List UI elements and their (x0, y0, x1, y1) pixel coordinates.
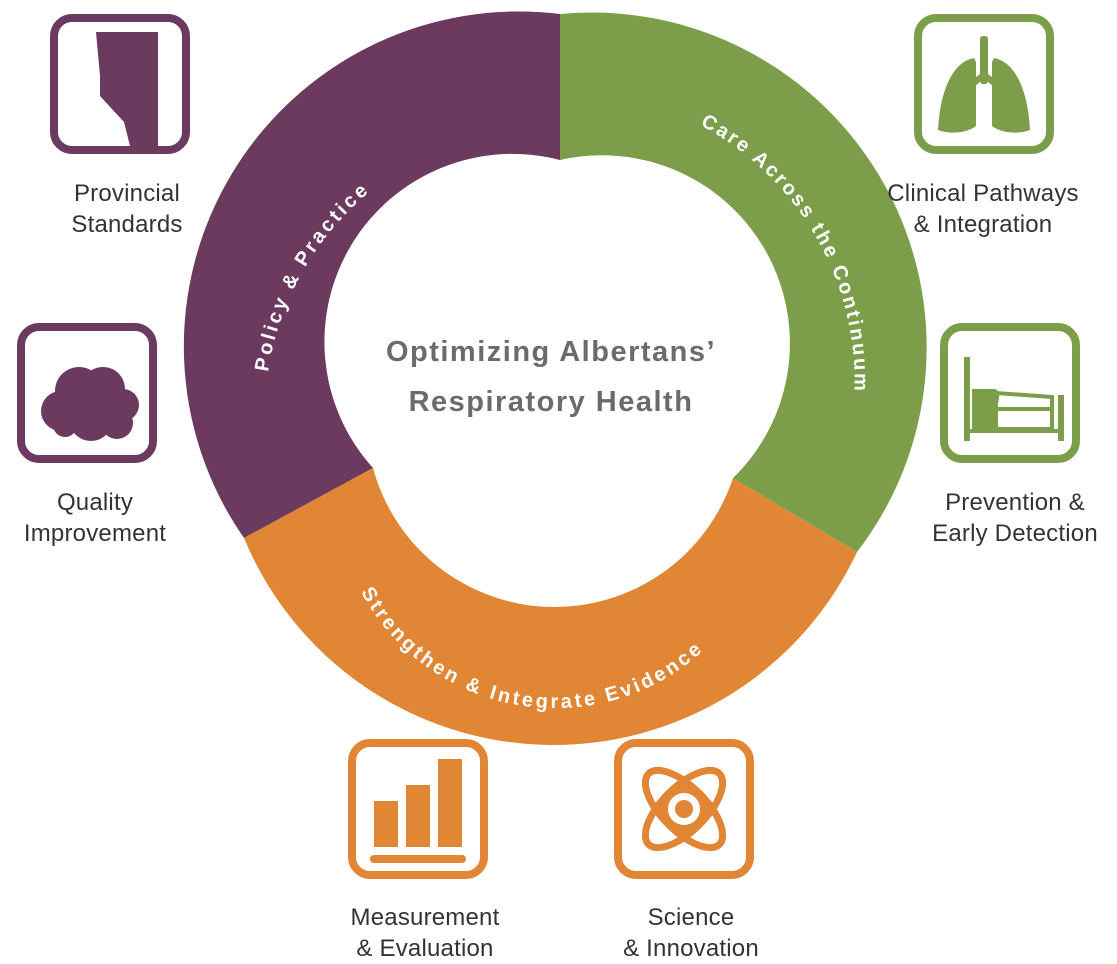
provincial-standards-label: Provincial Standards (0, 178, 257, 240)
clinical-pathways-label: Clinical Pathways & Integration (853, 178, 1113, 240)
quality-improvement-line1: Quality (56, 489, 134, 516)
center-title: Optimizing Albertans’ Respiratory Health (386, 336, 716, 418)
clinical-pathways-line2: & Integration (913, 211, 1053, 238)
center-title-line1: Optimizing Albertans’ (386, 336, 716, 368)
quality-improvement-line2: Improvement (23, 520, 167, 547)
center-title-line2: Respiratory Health (409, 386, 694, 418)
alberta-map-icon (96, 32, 158, 146)
science-innovation-icon-box[interactable] (614, 739, 754, 879)
segment-care-across-continuum[interactable] (560, 12, 927, 552)
lungs-icon (938, 36, 1030, 133)
segment-strengthen-evidence[interactable] (244, 468, 857, 746)
prevention-detection-line2: Early Detection (932, 520, 1098, 547)
measurement-evaluation-line2: & Evaluation (356, 935, 494, 962)
measurement-evaluation-label: Measurement & Evaluation (295, 902, 555, 964)
quality-improvement-label: Quality Improvement (0, 487, 225, 549)
measurement-evaluation-line1: Measurement (350, 904, 500, 931)
quality-improvement-icon-box[interactable] (17, 323, 157, 463)
ring-segments (183, 11, 927, 746)
hospital-bed-icon (964, 357, 1064, 441)
science-innovation-line2: & Innovation (623, 935, 759, 962)
atom-icon (641, 766, 727, 852)
measurement-evaluation-icon-box[interactable] (348, 739, 488, 879)
provincial-standards-icon-box[interactable] (50, 14, 190, 154)
segment-policy-practice[interactable] (183, 11, 560, 538)
prevention-detection-label: Prevention & Early Detection (885, 487, 1117, 549)
science-innovation-line1: Science (647, 904, 735, 931)
science-innovation-label: Science & Innovation (561, 902, 821, 964)
center-hole (372, 161, 748, 537)
provincial-standards-line2: Standards (71, 211, 183, 238)
provincial-standards-line1: Provincial (73, 180, 181, 207)
bar-chart-icon (370, 759, 466, 863)
prevention-detection-icon-box[interactable] (940, 323, 1080, 463)
clinical-pathways-icon-box[interactable] (914, 14, 1054, 154)
cloud-icon (41, 367, 139, 441)
clinical-pathways-line1: Clinical Pathways (887, 180, 1079, 207)
prevention-detection-line1: Prevention & (945, 489, 1085, 516)
